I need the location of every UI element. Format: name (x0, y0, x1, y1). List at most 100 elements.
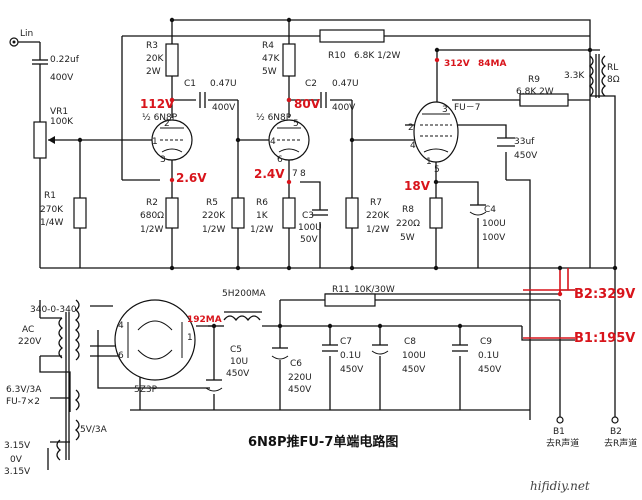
r6-power: 1/2W (250, 225, 273, 235)
r10-value: 6.8K 1/2W (354, 51, 401, 61)
r7-value: 220K (366, 211, 390, 221)
cout-voltage: 450V (514, 151, 538, 161)
primary-voltage: 220V (18, 337, 42, 347)
v1-cathode-voltage: 2.6V (176, 171, 207, 185)
fu7-name: FU－7 (454, 103, 481, 113)
c6-value: 220U (288, 373, 312, 383)
output-transformer (588, 54, 607, 98)
r6-name: R6 (256, 198, 268, 208)
tube1-pin-cath: 3 (160, 155, 166, 165)
c3-voltage: 50V (300, 235, 318, 245)
fu7-current: 84MA (478, 59, 506, 69)
r1-power: 1/4W (40, 218, 63, 228)
r4-value: 47K (262, 54, 280, 64)
tube-1 (151, 119, 193, 161)
bypass-caps (312, 137, 515, 216)
c8-voltage: 450V (402, 365, 426, 375)
tube2-pin-plate: 5 (293, 119, 299, 129)
rectifier-5z3p (114, 299, 196, 381)
ot-name: RL (607, 63, 618, 73)
bias-center: 0V (10, 455, 23, 465)
fu7-pin-screen: 2 (408, 123, 414, 133)
c6-name: C6 (290, 359, 302, 369)
hv-secondary-label: 340-0-340 (30, 305, 77, 315)
c1-voltage: 400V (212, 103, 236, 113)
cout-value: 33uf (514, 137, 535, 147)
c7-value: 0.1U (340, 351, 361, 361)
input-capacitor (32, 59, 48, 65)
tube1-name: ½ 6N8P (142, 113, 178, 123)
fu7-cathode-voltage: 18V (404, 179, 431, 193)
heater-note: FU-7×2 (6, 397, 40, 407)
c3-name: C3 (302, 211, 314, 221)
r11-value: 10K/30W (354, 285, 395, 295)
c2-value: 0.47U (332, 79, 359, 89)
tube1-pin-grid: 1 (152, 137, 158, 147)
coupling-caps (199, 92, 327, 108)
bias-bottom: 3.15V (4, 467, 31, 477)
r1-value: 270K (40, 205, 64, 215)
tube-2 (268, 119, 310, 161)
r2-name: R2 (146, 198, 158, 208)
watermark: hifidiy.net (530, 479, 590, 493)
c4-value: 100U (482, 219, 506, 229)
rect-pin-6: 6 (118, 351, 124, 361)
vr1-value: 100K (50, 117, 74, 127)
rect-name: 5Z3P (134, 385, 158, 395)
heater-voltage: 6.3V/3A (6, 385, 42, 395)
c9-name: C9 (480, 337, 492, 347)
r3-name: R3 (146, 41, 158, 51)
r4-name: R4 (262, 41, 274, 51)
hv-path-highlight (523, 268, 575, 339)
c1-value: 0.47U (210, 79, 237, 89)
input-cap-value: 0.22uf (50, 55, 80, 65)
ot-impedance: 3.3K (564, 71, 585, 81)
c9-voltage: 450V (478, 365, 502, 375)
input-label: Lin (20, 29, 33, 39)
tube2-pin-8: 8 (300, 169, 306, 179)
c5-voltage: 450V (226, 369, 250, 379)
tube2-name: ½ 6N8P (256, 113, 292, 123)
c5-name: C5 (230, 345, 242, 355)
rect-current: 192MA (187, 315, 222, 325)
r9-name: R9 (528, 75, 540, 85)
junctions (77, 17, 619, 424)
fu7-pin-plate: 3 (442, 105, 448, 115)
r7-name: R7 (370, 198, 382, 208)
vr1-potentiometer (33, 121, 55, 159)
r8-name: R8 (402, 205, 414, 215)
r11-name: R11 (332, 285, 350, 295)
r10-name: R10 (328, 51, 346, 61)
choke-5h200ma (223, 311, 262, 322)
c8-name: C8 (404, 337, 416, 347)
r5-power: 1/2W (202, 225, 225, 235)
tube2-pin-7: 7 (292, 169, 298, 179)
rect-pin-1: 1 (187, 333, 193, 343)
r2-power: 1/2W (140, 225, 163, 235)
wiring (14, 19, 616, 470)
tube1-pin-plate: 2 (164, 119, 170, 129)
psu-caps (205, 344, 468, 392)
vr1-name: VR1 (50, 107, 68, 117)
r2-value: 680Ω (140, 211, 164, 221)
r5-name: R5 (206, 198, 218, 208)
primary-label: AC (22, 325, 34, 335)
c4-name: C4 (484, 205, 496, 215)
r6-value: 1K (256, 211, 269, 221)
tube2-pin-cath: 6 (277, 155, 283, 165)
r3-value: 20K (146, 54, 164, 64)
filament-label: 5V/3A (80, 425, 108, 435)
b2-terminal-note: 去R声道 (604, 437, 637, 449)
c5-value: 10U (230, 357, 248, 367)
b2-rail-voltage: B2:329V (574, 287, 635, 302)
bias-top: 3.15V (4, 441, 31, 451)
labels: Lin 0.22uf 400V VR1 100K R1 270K 1/4W R3… (4, 29, 637, 493)
c2-name: C2 (305, 79, 317, 89)
v1-plate-voltage: 112V (140, 97, 175, 111)
tube-fu7 (413, 101, 459, 163)
resistors (73, 29, 569, 307)
fu7-plate-voltage: 312V (444, 59, 470, 69)
c7-name: C7 (340, 337, 352, 347)
input-jack (9, 37, 19, 47)
